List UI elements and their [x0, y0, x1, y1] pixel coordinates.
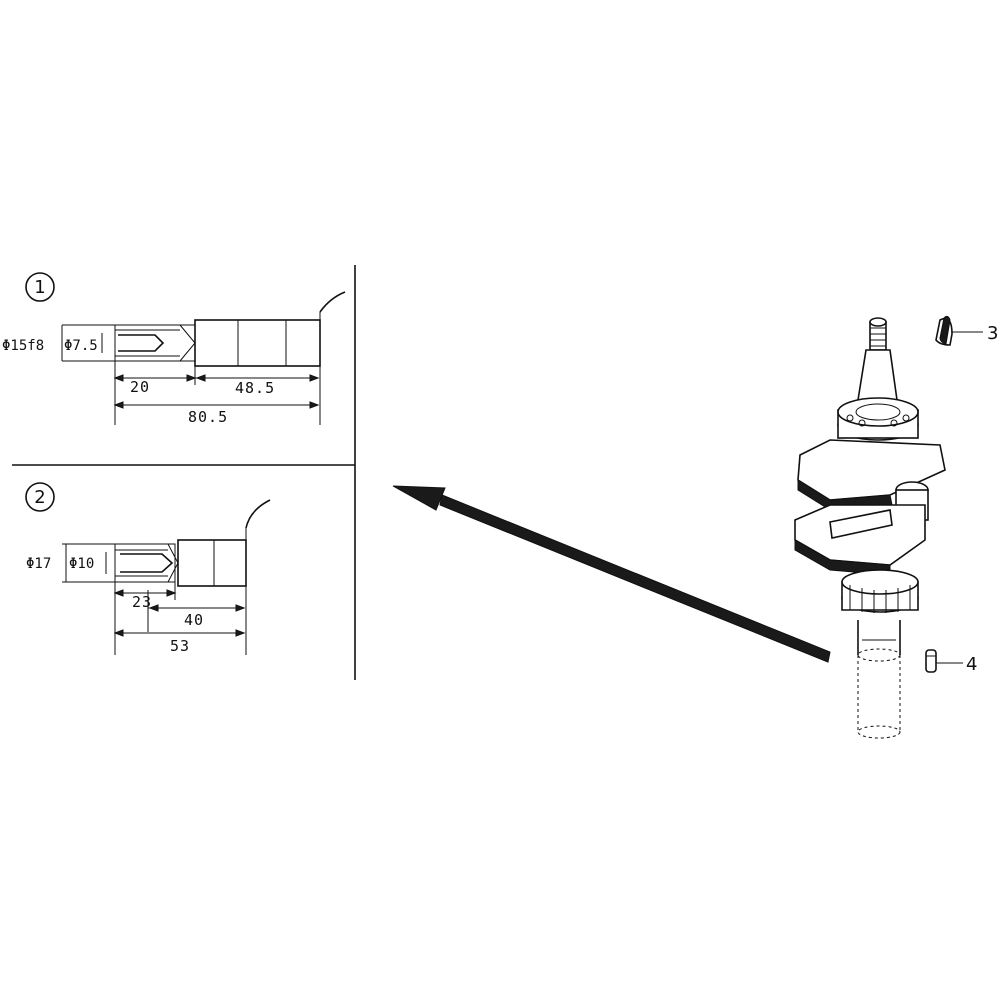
part-4-label: 4 [966, 654, 977, 675]
detail-2: 2 Φ17 Φ10 23 [25, 482, 271, 655]
pointer-arrow [392, 485, 831, 663]
detail-2-marker-circle [25, 482, 55, 512]
part-4-pin: 4 [925, 649, 977, 675]
detail-2-diameter-dims: Φ17 Φ10 [26, 543, 115, 583]
detail-2-shaft [114, 499, 271, 600]
detail-1-length-b: 48.5 [235, 379, 275, 397]
detail-1-length-total: 80.5 [188, 408, 228, 426]
part-3-key: 3 [935, 315, 998, 346]
crankshaft-illustration [794, 317, 946, 739]
detail-2-length-b: 40 [184, 611, 204, 629]
detail-1-diameter-dims: Φ15f8 Φ7.5 [2, 324, 115, 362]
detail-1: 1 Φ15f8 Φ7.5 [2, 272, 346, 426]
detail-2-diameter-outer: Φ17 [26, 556, 51, 572]
detail-1-marker: 1 [34, 277, 45, 298]
detail-1-diameter-outer: Φ15f8 [2, 338, 44, 354]
part-3-label: 3 [987, 323, 998, 344]
detail-2-diameter-inner: Φ10 [69, 556, 94, 572]
detail-panel-frame [12, 265, 356, 680]
detail-2-marker: 2 [34, 487, 45, 508]
detail-1-diameter-inner: Φ7.5 [64, 338, 98, 354]
detail-2-length-a: 23 [132, 593, 152, 611]
detail-1-shaft [114, 291, 346, 370]
detail-1-length-dims: 20 48.5 80.5 [113, 361, 321, 426]
detail-2-length-total: 53 [170, 637, 190, 655]
detail-1-marker-circle [25, 272, 55, 302]
detail-1-length-a: 20 [130, 378, 150, 396]
detail-2-length-dims: 23 40 53 [113, 582, 247, 655]
